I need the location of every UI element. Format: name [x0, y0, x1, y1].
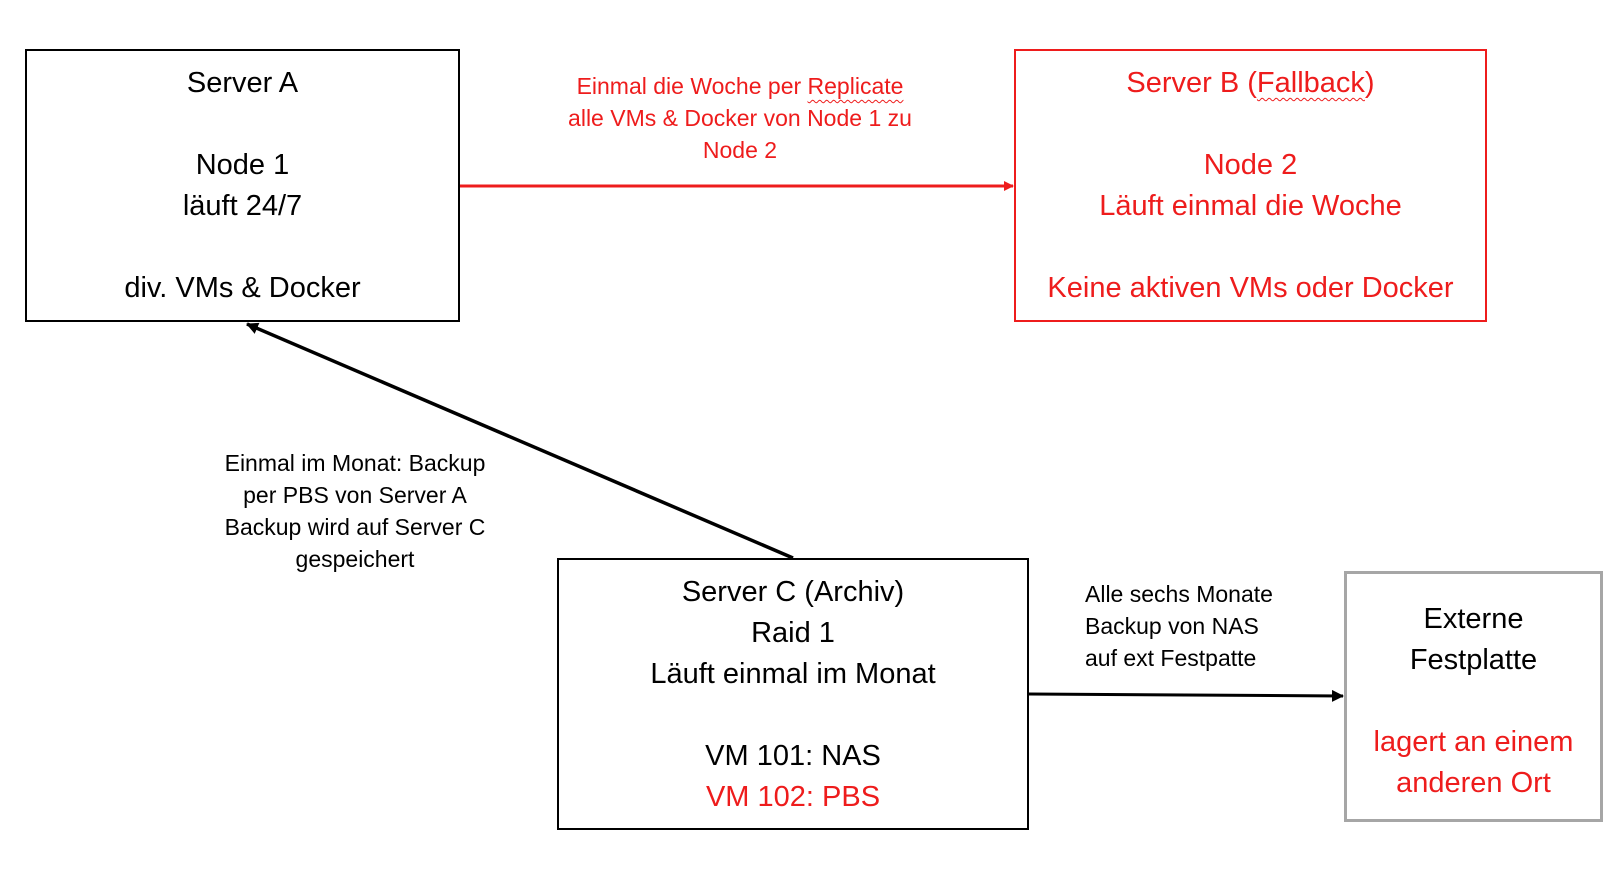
external-disk-title-line1: Externe	[1423, 603, 1524, 635]
server-b-node: Node 2	[1203, 149, 1298, 181]
edge-label-spellcheck-word: Replicate	[807, 73, 904, 99]
external-disk-title-line2: Festplatte	[1409, 644, 1538, 676]
server-c-vm-pbs: VM 102: PBS	[705, 781, 881, 813]
server-a-node: Node 1	[195, 149, 290, 181]
server-a-title: Server A	[186, 67, 299, 99]
server-c-box: Server C (Archiv) Raid 1 Läuft einmal im…	[557, 558, 1029, 830]
server-b-title: Server B (Fallback)	[1126, 67, 1375, 99]
server-b-box: Server B (Fallback) Node 2 Läuft einmal …	[1014, 49, 1487, 322]
arrow-c-to-a	[246, 322, 794, 560]
edge-label-c-to-external-disk: Alle sechs Monate Backup von NAS auf ext…	[1085, 581, 1273, 671]
server-c-status: Läuft einmal im Monat	[650, 658, 936, 690]
server-a-box: Server A Node 1 läuft 24/7 div. VMs & Do…	[25, 49, 460, 322]
server-b-status: Läuft einmal die Woche	[1099, 190, 1402, 222]
external-disk-box: Externe Festplatte lagert an einem ander…	[1344, 571, 1603, 822]
server-a-status: läuft 24/7	[182, 190, 303, 222]
server-b-title-spellcheck-word: Fallback	[1256, 67, 1365, 99]
external-disk-note-line1: lagert an einem	[1373, 726, 1574, 758]
external-disk-note-line2: anderen Ort	[1396, 767, 1551, 799]
server-a-workload: div. VMs & Docker	[124, 272, 361, 304]
arrow-c-to-external-disk	[1028, 689, 1344, 702]
edge-label-c-to-a: Einmal im Monat: Backup per PBS von Serv…	[224, 450, 486, 572]
server-b-workload: Keine aktiven VMs oder Docker	[1047, 272, 1454, 304]
server-c-raid: Raid 1	[751, 617, 835, 649]
edge-label-a-to-b: Einmal die Woche per Replicate alle VMs …	[568, 73, 912, 163]
server-c-title: Server C (Archiv)	[681, 576, 905, 608]
server-c-vm-nas: VM 101: NAS	[705, 740, 881, 772]
